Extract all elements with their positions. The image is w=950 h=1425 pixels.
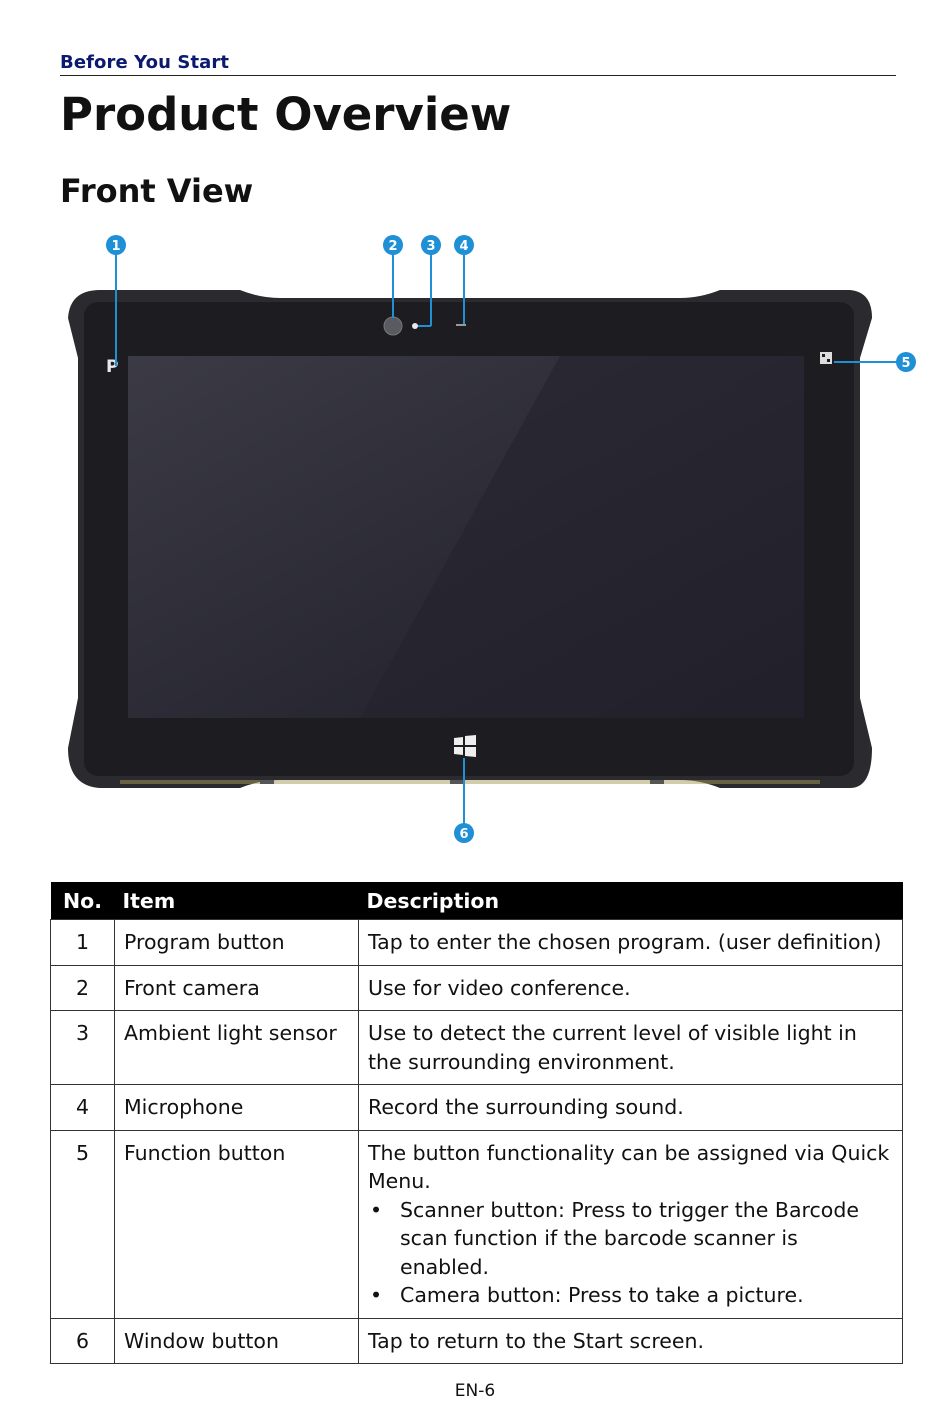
bullet-item: • Camera button: Press to take a picture… <box>368 1281 893 1310</box>
row-number: 1 <box>50 919 115 966</box>
row-item: Window button <box>114 1317 359 1364</box>
table-row: 6 Window button Tap to return to the Sta… <box>50 1317 903 1364</box>
bullet-list: • Scanner button: Press to trigger the B… <box>368 1196 893 1310</box>
bullet-item: • Scanner button: Press to trigger the B… <box>368 1196 893 1282</box>
table-row: 5 Function button The button functionali… <box>50 1129 903 1319</box>
bullet-text: Scanner button: Press to trigger the Bar… <box>400 1197 859 1279</box>
svg-text:4: 4 <box>459 239 468 254</box>
row-description: Tap to return to the Start screen. <box>358 1317 903 1364</box>
row-item: Front camera <box>114 964 359 1011</box>
row-description: Record the surrounding sound. <box>358 1084 903 1131</box>
section-header: Before You Start <box>60 52 896 76</box>
callout-6: 6 <box>454 823 474 843</box>
bullet-text: Camera button: Press to take a picture. <box>400 1283 804 1307</box>
callout-4: 4 <box>454 235 474 255</box>
row-number: 4 <box>50 1084 115 1131</box>
table-header-row: No. Item Description <box>50 882 903 920</box>
row-item: Function button <box>114 1129 359 1319</box>
header-description: Description <box>358 882 903 920</box>
callout-5: 5 <box>896 352 916 372</box>
row-description-text: The button functionality can be assigned… <box>368 1140 890 1194</box>
callout-3: 3 <box>421 235 441 255</box>
section-subtitle: Front View <box>60 172 254 210</box>
page-title: Product Overview <box>60 88 512 141</box>
header-no: No. <box>50 882 115 920</box>
product-overview-table: No. Item Description 1 Program button Ta… <box>50 882 903 1364</box>
bullet-symbol: • <box>370 1197 383 1222</box>
row-item: Microphone <box>114 1084 359 1131</box>
callout-1: 1 <box>106 235 126 255</box>
svg-text:6: 6 <box>459 827 468 842</box>
table-row: 4 Microphone Record the surrounding soun… <box>50 1084 903 1131</box>
tablet-illustration: P <box>68 235 916 843</box>
row-number: 5 <box>50 1129 115 1319</box>
function-button-icon <box>820 352 832 364</box>
page-number: EN-6 <box>454 1381 496 1401</box>
front-camera <box>383 316 403 336</box>
microphone <box>456 324 466 326</box>
table-row: 3 Ambient light sensor Use to detect the… <box>50 1010 903 1085</box>
callout-2: 2 <box>383 235 403 255</box>
row-item: Program button <box>114 919 359 966</box>
row-number: 3 <box>50 1010 115 1085</box>
row-description: Use for video conference. <box>358 964 903 1011</box>
row-description: Tap to enter the chosen program. (user d… <box>358 919 903 966</box>
row-number: 2 <box>50 964 115 1011</box>
row-number: 6 <box>50 1317 115 1364</box>
row-item: Ambient light sensor <box>114 1010 359 1085</box>
windows-logo-icon <box>454 735 476 757</box>
header-item: Item <box>114 882 359 920</box>
svg-text:1: 1 <box>111 239 120 254</box>
ambient-light-sensor <box>412 323 418 329</box>
tablet-front-view-figure: P <box>60 228 920 848</box>
table-row: 2 Front camera Use for video conference. <box>50 964 903 1011</box>
bullet-symbol: • <box>370 1283 383 1307</box>
table-row: 1 Program button Tap to enter the chosen… <box>50 919 903 966</box>
svg-text:3: 3 <box>426 239 435 254</box>
svg-text:5: 5 <box>901 356 910 371</box>
row-description: The button functionality can be assigned… <box>358 1129 903 1319</box>
row-description: Use to detect the current level of visib… <box>358 1010 903 1085</box>
svg-text:2: 2 <box>388 239 397 254</box>
